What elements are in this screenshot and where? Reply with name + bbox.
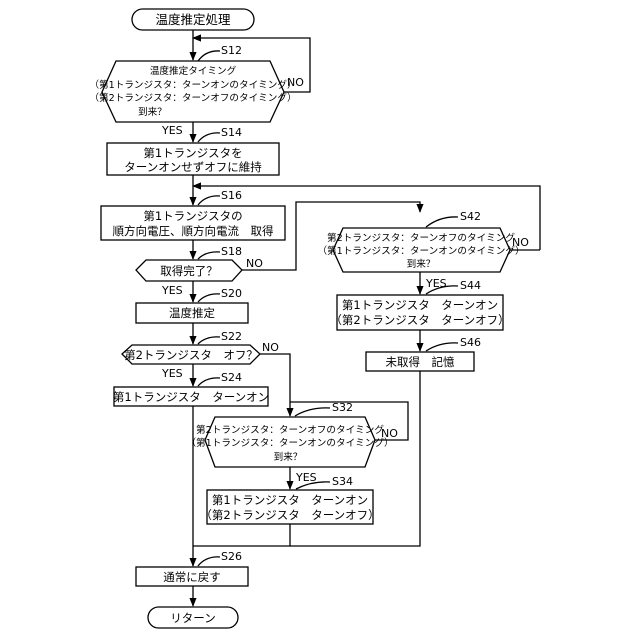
step-s16: S16 [221,189,242,202]
decision-s32: 第2トランジスタ：ターンオフのタイミング （第1トランジスタ：ターンオンのタイミ… [186,417,393,467]
process-s44: 第1トランジスタ ターンオン （第2トランジスタ ターンオフ） [330,295,509,330]
step-s46: S46 [460,336,481,349]
s12-no: NO [287,76,304,89]
process-s26: 通常に戻す [136,567,248,586]
s18-no: NO [246,257,263,270]
s32-line-1: 第2トランジスタ：ターンオフのタイミング [196,424,384,436]
start-terminal: 温度推定処理 [132,9,254,30]
step-s22: S22 [221,330,242,343]
s46-label: 未取得 記憶 [386,355,455,369]
s32-yes: YES [295,471,317,484]
step-s14: S14 [221,126,242,139]
s18-label: 取得完了？ [160,264,218,278]
decision-s12: 温度推定タイミング （第1トランジスタ：ターンオンのタイミング） （第2トランジ… [89,61,296,122]
decision-s42: 第2トランジスタ：ターンオフのタイミング （第1トランジスタ：ターンオンのタイミ… [317,228,524,272]
process-s14: 第1トランジスタを ターンオンせずオフに維持 [107,143,279,175]
s44-line-1: 第1トランジスタ ターンオン [342,298,498,312]
s22-no: NO [262,341,279,354]
s42-yes: YES [425,277,447,290]
s24-label: 第1トランジスタ ターンオン [113,390,269,404]
s34-line-2: （第2トランジスタ ターンオフ） [200,508,379,522]
s22-yes: YES [161,367,183,380]
s26-label: 通常に戻す [163,570,221,584]
process-s16: 第1トランジスタの 順方向電圧、順方向電流 取得 [101,206,285,240]
step-s42: S42 [460,210,481,223]
s34-line-1: 第1トランジスタ ターンオン [212,493,368,507]
s22-label: 第2トランジスタ オフ？ [124,348,258,362]
s32-no: NO [381,427,398,440]
s12-line-2: （第1トランジスタ：ターンオンのタイミング） [89,79,296,91]
process-s34: 第1トランジスタ ターンオン （第2トランジスタ ターンオフ） [200,490,379,524]
s42-no: NO [512,236,529,249]
s44-line-2: （第2トランジスタ ターンオフ） [330,313,509,327]
s42-line-2: （第1トランジスタ：ターンオンのタイミング） [317,245,524,257]
s12-yes: YES [161,124,183,137]
step-s26: S26 [221,550,242,563]
s14-line-2: ターンオンせずオフに維持 [124,160,262,174]
step-s12: S12 [221,44,242,57]
s32-line-3: 到来？ [274,451,303,463]
s12-line-3: （第2トランジスタ：ターンオフのタイミング） [89,92,296,104]
decision-s22: 第2トランジスタ オフ？ [122,345,260,364]
step-s44: S44 [460,279,481,292]
s12-line-4: 到来？ [138,106,167,118]
step-s20: S20 [221,287,242,300]
s32-line-2: （第1トランジスタ：ターンオンのタイミング） [186,437,393,449]
s18-yes: YES [161,284,183,297]
s42-line-3: 到来？ [407,258,436,270]
s14-line-1: 第1トランジスタを [143,146,242,160]
step-s18: S18 [221,245,242,258]
s16-line-1: 第1トランジスタの [143,209,242,223]
start-label: 温度推定処理 [155,12,231,27]
end-terminal: リターン [148,607,238,628]
s12-line-1: 温度推定タイミング [150,65,237,77]
process-s20: 温度推定 [136,303,248,323]
step-s24: S24 [221,371,242,384]
s42-line-1: 第2トランジスタ：ターンオフのタイミング [327,232,515,244]
process-s24: 第1トランジスタ ターンオン [113,387,269,406]
decision-s18: 取得完了？ [136,260,242,281]
s16-line-2: 順方向電圧、順方向電流 取得 [113,224,274,238]
process-s46: 未取得 記憶 [366,352,474,371]
end-label: リターン [170,611,215,625]
step-s32: S32 [332,401,353,414]
step-s34: S34 [332,475,353,488]
s20-label: 温度推定 [169,306,215,320]
